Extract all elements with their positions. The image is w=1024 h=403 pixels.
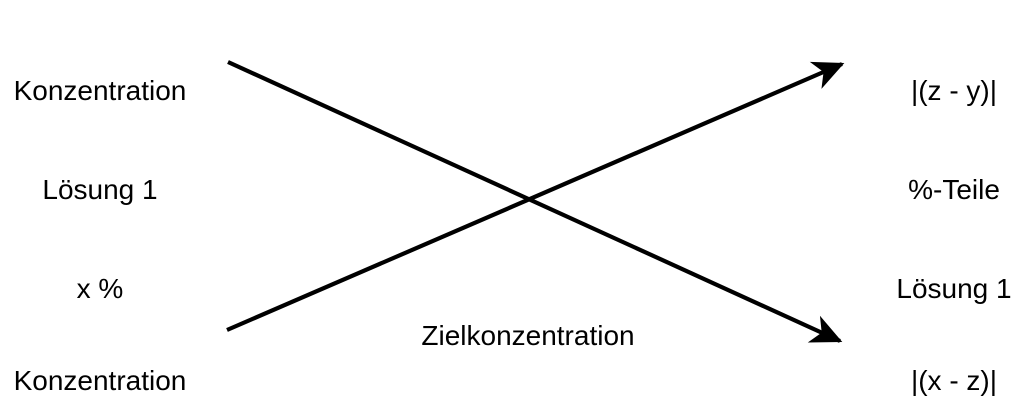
label-parts-solution-1: |(z - y)| %-Teile Lösung 1 xyxy=(868,8,1024,371)
label-bottom-right-line-1: |(x - z)| xyxy=(910,365,998,396)
label-top-right-line-2: %-Teile xyxy=(908,174,1000,205)
label-top-left-line-1: Konzentration xyxy=(13,75,187,106)
arrow-bottom-left-to-top-right xyxy=(226,61,845,332)
label-bottom-left-line-1: Konzentration xyxy=(13,365,187,396)
label-concentration-solution-1: Konzentration Lösung 1 x % xyxy=(0,8,200,371)
label-concentration-solution-2: Konzentration Lösung 2 y % xyxy=(0,298,200,403)
label-top-left-line-2: Lösung 1 xyxy=(42,174,158,205)
label-top-right-line-1: |(z - y)| xyxy=(910,75,998,106)
label-top-left-line-3: x % xyxy=(76,273,124,304)
label-target-concentration: Zielkonzentration z in % xyxy=(397,253,659,403)
label-center-line-1: Zielkonzentration xyxy=(421,320,635,351)
arrow-top-left-to-bottom-right xyxy=(227,60,843,343)
label-parts-solution-2: |(x - z)| %-Teile Lösung 2 xyxy=(868,298,1024,403)
label-top-right-line-3: Lösung 1 xyxy=(896,273,1012,304)
